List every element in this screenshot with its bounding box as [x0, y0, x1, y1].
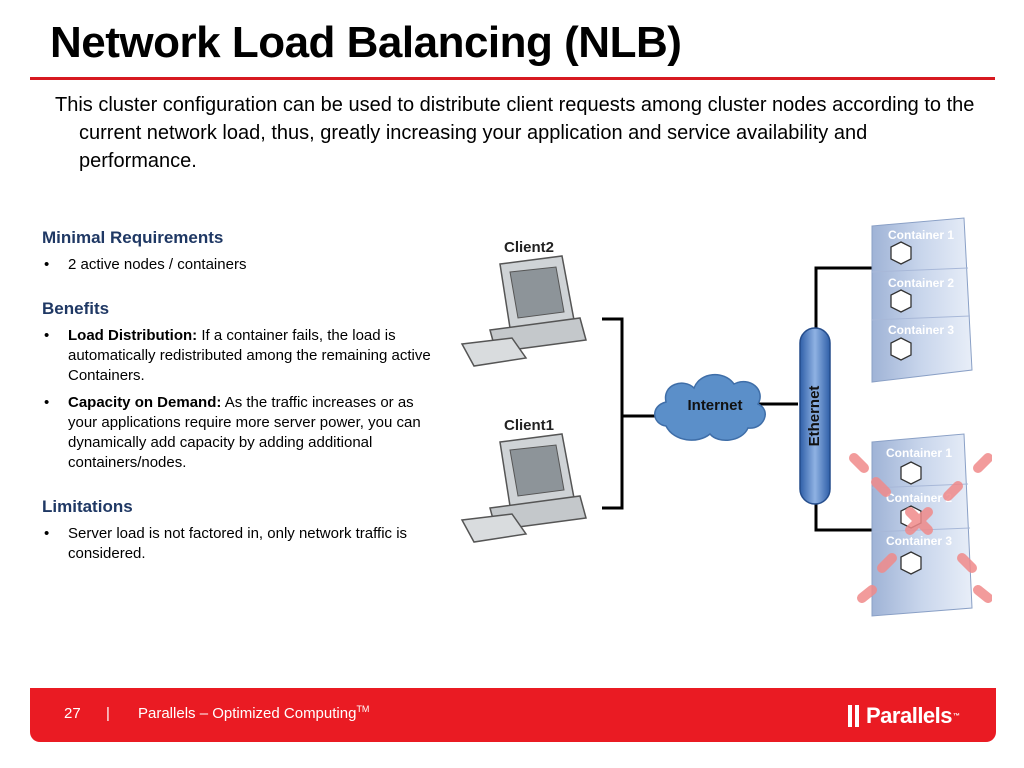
- logo-trademark: ™: [953, 712, 960, 720]
- item-text: As the traffic increases or as your appl…: [68, 394, 421, 471]
- limitations-list: Server load is not factored in, only net…: [42, 524, 437, 564]
- list-item: Server load is not factored in, only net…: [42, 524, 437, 564]
- list-item: Capacity on Demand: As the traffic incre…: [42, 393, 437, 473]
- item-text: If a container fails, the load is automa…: [68, 327, 431, 384]
- container-label: Container 1: [886, 446, 952, 460]
- item-lead: Load Distribution:: [68, 327, 198, 344]
- title-rule: [30, 77, 995, 80]
- logo-text: Parallels: [866, 703, 953, 728]
- requirements-list: 2 active nodes / containers: [42, 255, 437, 275]
- ethernet-bus-icon: Ethernet: [799, 327, 831, 505]
- nlb-diagram: Client2 Client1 Internet Ethernet Contai…: [460, 217, 992, 617]
- ethernet-label: Ethernet: [806, 386, 823, 447]
- benefits-heading: Benefits: [42, 299, 110, 318]
- container-label: Container 2: [886, 491, 952, 505]
- failure-burst-icon: [849, 453, 992, 603]
- container-label: Container 1: [888, 228, 954, 242]
- list-item: 2 active nodes / containers: [42, 255, 437, 275]
- client2-label: Client2: [504, 239, 554, 256]
- container-label: Container 3: [886, 534, 952, 548]
- item-lead: Capacity on Demand:: [68, 394, 222, 411]
- logo-bars-icon: [848, 705, 862, 727]
- footer-bar: 27 | Parallels – Optimized ComputingTM P…: [30, 688, 996, 742]
- tagline-text: Parallels – Optimized Computing: [138, 705, 357, 722]
- server-top-rack-icon: Container 1 Container 2 Container 3: [871, 217, 973, 383]
- left-column: Minimal Requirements 2 active nodes / co…: [42, 228, 437, 571]
- client1-computer-icon: Client1: [460, 417, 587, 543]
- requirements-heading: Minimal Requirements: [42, 228, 224, 247]
- client1-link: [602, 416, 624, 510]
- server-bottom-link: [814, 502, 872, 532]
- page-number: 27: [64, 705, 81, 722]
- limitations-heading: Limitations: [42, 497, 133, 516]
- intro-paragraph: This cluster configuration can be used t…: [55, 94, 975, 172]
- trademark-mark: TM: [356, 704, 370, 714]
- client1-label: Client1: [504, 417, 554, 434]
- client2-computer-icon: Client2: [460, 239, 587, 367]
- footer-separator: |: [106, 705, 110, 722]
- internet-label: Internet: [687, 397, 742, 414]
- list-item: Load Distribution: If a container fails,…: [42, 326, 437, 386]
- container-label: Container 3: [888, 323, 954, 337]
- client2-link: [602, 317, 658, 418]
- internet-cloud-icon: Internet: [654, 374, 766, 441]
- footer-tagline: Parallels – Optimized ComputingTM: [138, 704, 369, 722]
- benefits-list: Load Distribution: If a container fails,…: [42, 326, 437, 473]
- container-label: Container 2: [888, 276, 954, 290]
- slide-title: Network Load Balancing (NLB): [50, 18, 682, 67]
- server-top-link: [814, 266, 872, 342]
